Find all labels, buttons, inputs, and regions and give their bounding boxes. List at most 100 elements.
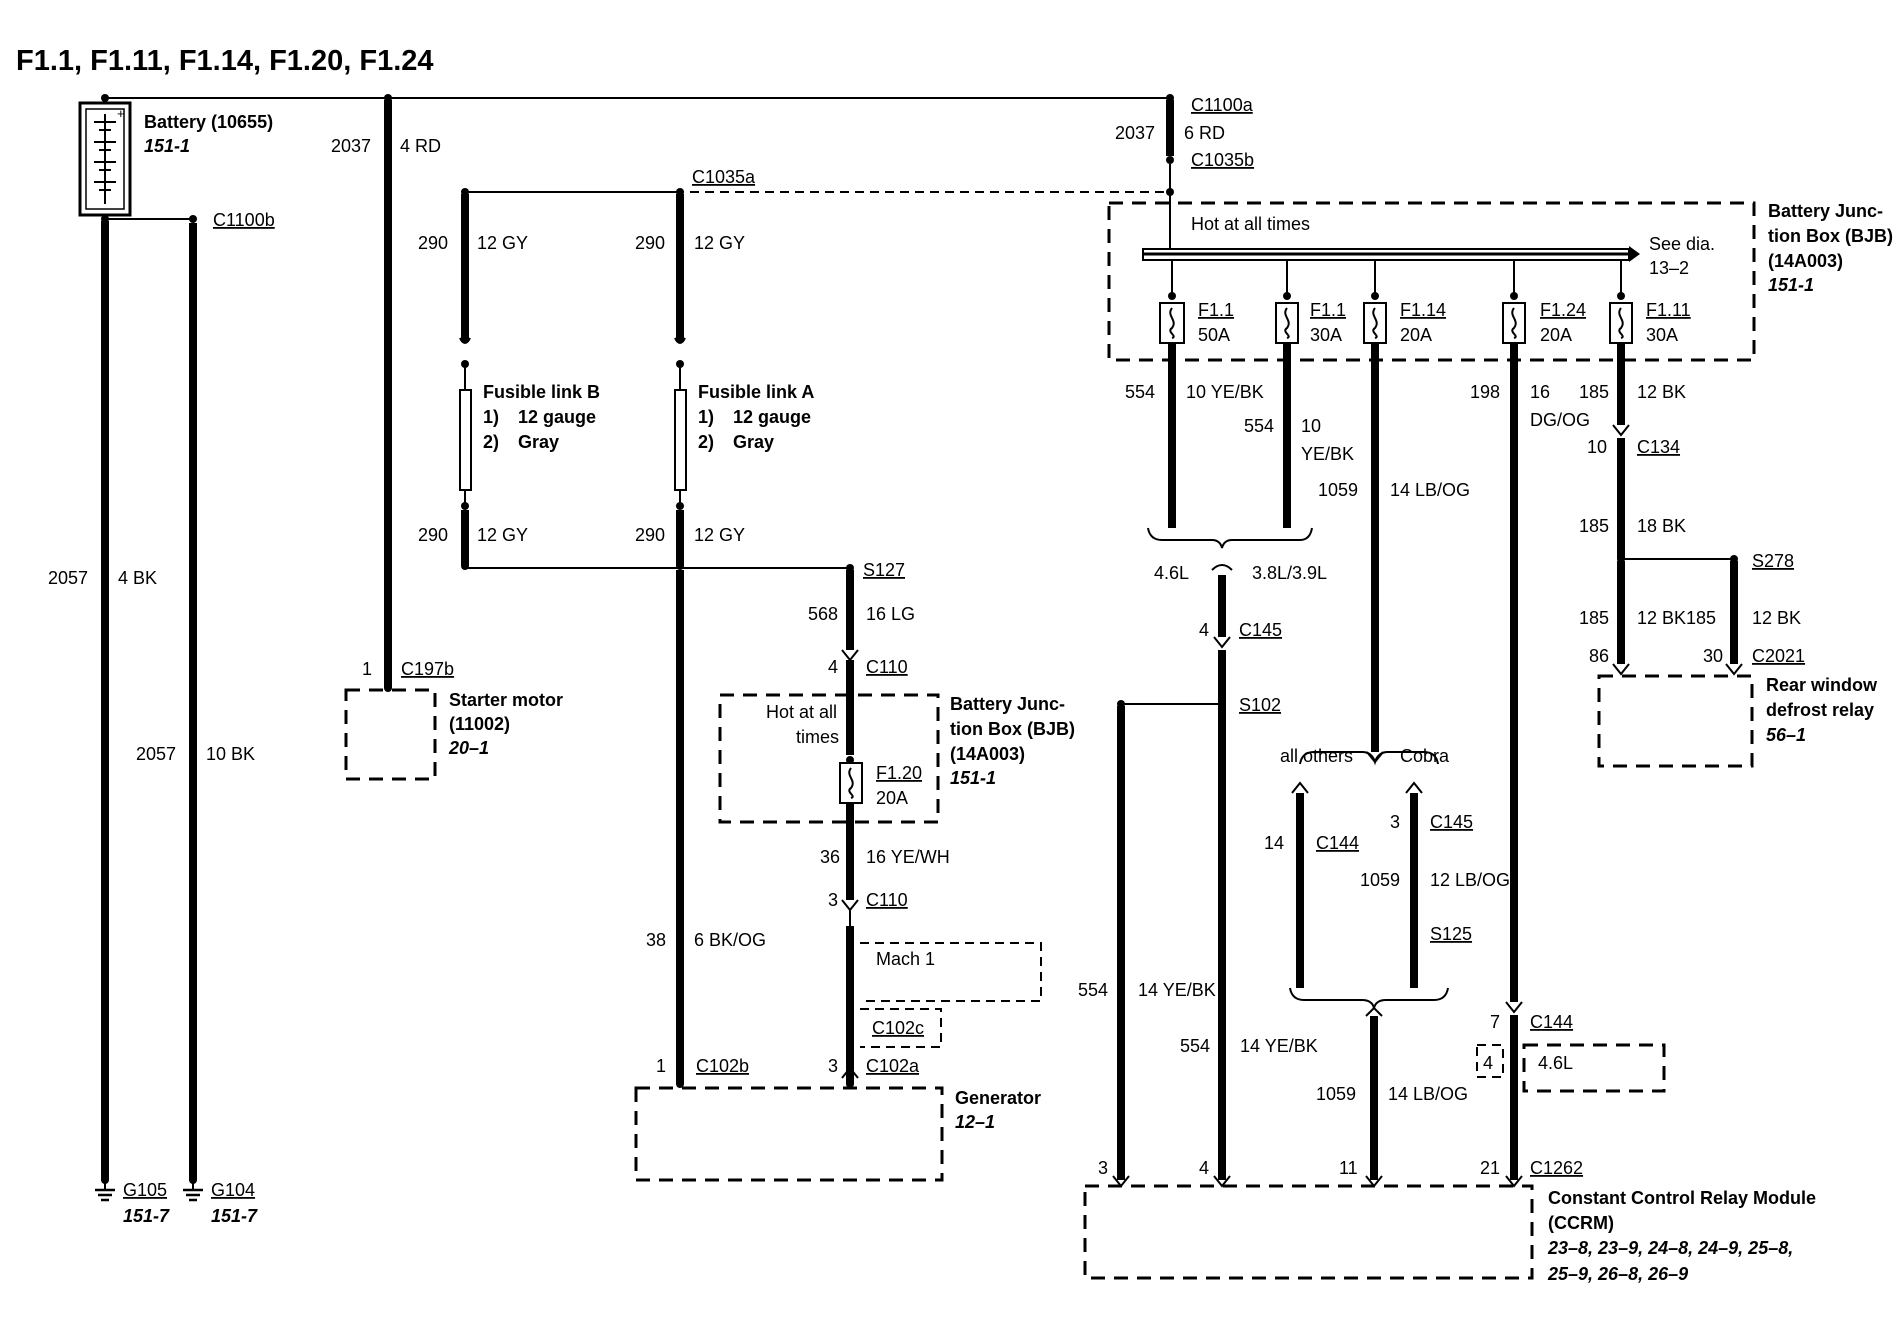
fusible-link-b-num1: 1)	[483, 407, 499, 427]
bjb-small-name-1: Battery Junc-	[950, 694, 1065, 714]
wire-label-554a-gauge: 10 YE/BK	[1186, 382, 1264, 402]
fuse-f11-30a-name: F1.1	[1310, 300, 1346, 320]
fusible-link-a-num1: 1)	[698, 407, 714, 427]
bjb-main-hot: Hot at all times	[1191, 214, 1310, 234]
fuse-f114-rating: 20A	[1400, 325, 1432, 345]
fuse-f11-30a-rating: 30A	[1310, 325, 1342, 345]
fusible-link-b	[459, 389, 472, 491]
wire-label-2037-circuit: 2037	[331, 136, 371, 156]
variant-bracket	[1299, 751, 1439, 766]
wire-label-554b-circuit: 554	[1244, 416, 1274, 436]
wire-label-290b-gauge: 12 GY	[477, 233, 528, 253]
fusible-link-a	[674, 389, 687, 491]
wire-label-290a-gauge: 12 GY	[694, 233, 745, 253]
wire-label-185b-gauge: 18 BK	[1637, 516, 1686, 536]
bjb-main-name-2: tion Box (BJB)	[1768, 226, 1893, 246]
wire-label-185c-gauge: 12 BK185	[1637, 608, 1716, 628]
connector-c145-top-pin: 4	[1199, 620, 1209, 640]
relay-name-2: defrost relay	[1766, 700, 1874, 720]
ground-g105: G105	[123, 1180, 167, 1200]
wire-label-1059b-gauge: 12 LB/OG	[1430, 870, 1510, 890]
relay-ref: 56–1	[1766, 725, 1806, 745]
ccrm-pin21: 21	[1480, 1158, 1500, 1178]
bjb-small-box	[718, 693, 940, 824]
wire-label-38-circuit: 38	[646, 930, 666, 950]
ground-icon	[95, 1176, 115, 1202]
variant-cobra: Cobra	[1400, 746, 1450, 766]
wire-label-2057a-gauge: 4 BK	[118, 568, 157, 588]
wire-label-198-circuit: 198	[1470, 382, 1500, 402]
battery-ref: 151-1	[144, 136, 190, 156]
wire-label-185a-circuit: 185	[1579, 382, 1609, 402]
fuse-icon	[1275, 260, 1299, 344]
ground-icon	[183, 1176, 203, 1202]
variant-mach1: Mach 1	[876, 949, 935, 969]
bjb-small-name-2: tion Box (BJB)	[950, 719, 1075, 739]
bjb-main-ref: 151-1	[1768, 275, 1814, 295]
diagram-title: F1.1, F1.11, F1.14, F1.20, F1.24	[16, 45, 434, 77]
splice-s278: S278	[1752, 551, 1794, 571]
fusible-link-a-gauge: 12 gauge	[733, 407, 811, 427]
generator-box	[634, 1086, 944, 1182]
wire-label-185a-gauge: 12 BK	[1637, 382, 1686, 402]
ccrm-ref-1: 23–8, 23–9, 24–8, 24–9, 25–8,	[1547, 1238, 1793, 1258]
ground-g104: G104	[211, 1180, 255, 1200]
wire-label-2037r-circuit: 2037	[1115, 123, 1155, 143]
connector-c102b: C102b	[696, 1056, 749, 1076]
wire-label-568-circuit: 568	[808, 604, 838, 624]
wire-label-554c-circuit: 554	[1078, 980, 1108, 1000]
wire-label-290b-circuit: 290	[418, 233, 448, 253]
connector-c102c: C102c	[872, 1018, 924, 1038]
wire-label-38-gauge: 6 BK/OG	[694, 930, 766, 950]
connector-c145-right-pin: 3	[1390, 812, 1400, 832]
wire-label-554d-circuit: 554	[1180, 1036, 1210, 1056]
wire-label-290a-bot-gauge: 12 GY	[694, 525, 745, 545]
wire-label-554a-circuit: 554	[1125, 382, 1155, 402]
generator-ref: 12–1	[955, 1112, 995, 1132]
connector-c145-right: C145	[1430, 812, 1473, 832]
connector-c144-right-pin: 7	[1490, 1012, 1500, 1032]
connector-break	[674, 337, 686, 368]
svg-text:+: +	[117, 106, 125, 121]
relay-name-1: Rear window	[1766, 675, 1878, 695]
connector-c110-bot: C110	[866, 890, 908, 910]
wire-label-554d-gauge: 14 YE/BK	[1240, 1036, 1318, 1056]
connector-c1100b: C1100b	[213, 210, 275, 230]
connector-c102a-pin: 3	[828, 1056, 838, 1076]
ccrm-pin4: 4	[1199, 1158, 1209, 1178]
fusible-link-a-num2: 2)	[698, 432, 714, 452]
connector-c1035a: C1035a	[692, 167, 756, 187]
fusible-link-b-num2: 2)	[483, 432, 499, 452]
ccrm-pin11: 11	[1339, 1158, 1358, 1178]
starter-number: (11002)	[449, 714, 510, 734]
wire-label-290b-bot-gauge: 12 GY	[477, 525, 528, 545]
wire-label-1059c-circuit: 1059	[1316, 1084, 1356, 1104]
fuse-f111-name: F1.11	[1646, 300, 1691, 320]
variant-all-others: all others	[1280, 746, 1353, 766]
fuse-icon	[1609, 260, 1633, 344]
ccrm-pin3: 3	[1098, 1158, 1108, 1178]
battery: +	[78, 101, 132, 217]
wire-label-1059b-circuit: 1059	[1360, 870, 1400, 890]
fuse-f124-rating: 20A	[1540, 325, 1572, 345]
connector-c144-right: C144	[1530, 1012, 1573, 1032]
wire-label-290b-bot-circuit: 290	[418, 525, 448, 545]
wire-label-290a-bot-circuit: 290	[635, 525, 665, 545]
connector-c144-right-box-pin: 4	[1483, 1053, 1493, 1073]
wire-label-185d-gauge: 12 BK	[1752, 608, 1801, 628]
connector-c110-top: C110	[866, 657, 908, 677]
fusible-link-a-label: Fusible link A	[698, 382, 814, 402]
fuse-f114-name: F1.14	[1400, 300, 1446, 320]
bjb-small-hot-1: Hot at all	[766, 702, 837, 722]
fusible-link-b-color: Gray	[518, 432, 559, 452]
fuse-icon	[1159, 260, 1185, 344]
connector-c134: C134	[1637, 437, 1680, 457]
wire-label-2037r-gauge: 6 RD	[1184, 123, 1225, 143]
connector-c102a: C102a	[866, 1056, 920, 1076]
fusible-link-b-label: Fusible link B	[483, 382, 600, 402]
wire-label-2057a-circuit: 2057	[48, 568, 88, 588]
ccrm-ref-2: 25–9, 26–8, 26–9	[1547, 1264, 1688, 1284]
splice-s127: S127	[863, 560, 905, 580]
fuse-f124-name: F1.24	[1540, 300, 1586, 320]
